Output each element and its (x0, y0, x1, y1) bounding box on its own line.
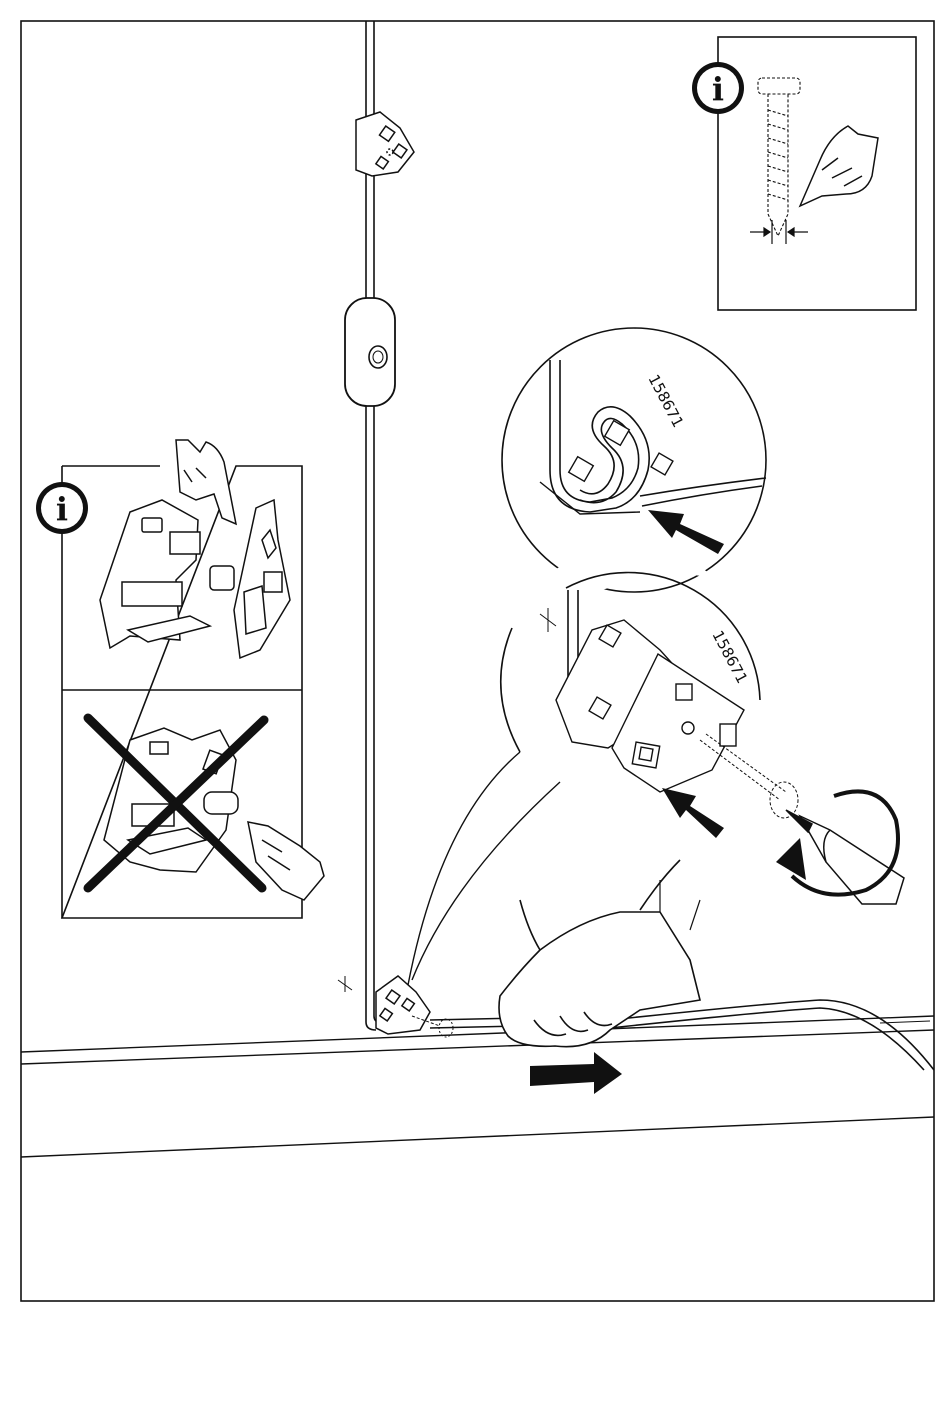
push-arrow-icon (662, 788, 724, 838)
hand-pulling-cable (499, 860, 700, 1047)
clip-parts-separated (100, 500, 290, 658)
pointing-hand-icon (176, 440, 236, 524)
part-number-label: 158671 (708, 627, 751, 686)
cable-clip-upper (356, 112, 414, 176)
shelf-surface (21, 1016, 934, 1157)
callout-pointer (408, 752, 560, 985)
info-box-clip: i (36, 440, 324, 918)
screwdriver (786, 810, 904, 904)
info-icon-glyph: i (712, 70, 724, 108)
info-icon-glyph: i (56, 490, 68, 528)
rotate-arrowhead (776, 838, 806, 880)
cable-switch (345, 298, 395, 406)
pull-direction-arrow (530, 1052, 622, 1094)
info-box-screw: i (692, 37, 916, 310)
cable-clip-lower (376, 976, 430, 1034)
